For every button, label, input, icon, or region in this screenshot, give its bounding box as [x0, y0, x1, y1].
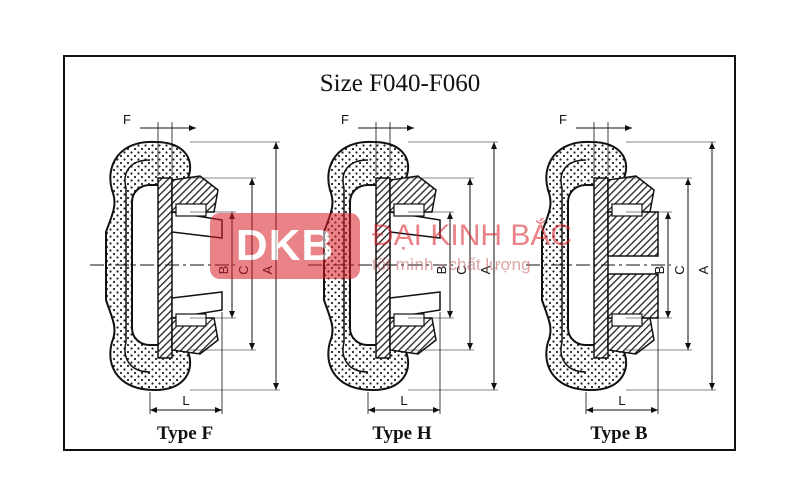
bolt-top	[393, 203, 425, 217]
dim-f-label: F	[123, 112, 131, 127]
dim-f-label: F	[341, 112, 349, 127]
dim-c-label: C	[672, 265, 687, 274]
taper-bush-bottom	[171, 291, 223, 319]
taper-bush-top	[389, 211, 441, 239]
rubber-tyre	[323, 140, 410, 392]
drawing-frame	[63, 55, 736, 451]
dim-a-label: A	[478, 265, 493, 274]
dim-l-label: L	[618, 393, 625, 408]
flange-plate	[157, 177, 173, 359]
bolt-bottom	[393, 313, 425, 327]
caption-type-f: Type F	[156, 423, 214, 444]
clamp-ring-top	[607, 175, 655, 213]
dim-a-label: A	[696, 265, 711, 274]
dim-l-label: L	[400, 393, 407, 408]
bolt-top	[175, 203, 207, 217]
drawing-title: Size F040-F060	[319, 70, 481, 97]
watermark: DKB ĐẠI KINH BẮC tốt mình - chất lượng	[210, 213, 610, 283]
bolt-bottom	[175, 313, 207, 327]
bolt-bottom	[611, 313, 643, 327]
rubber-tyre	[541, 140, 628, 392]
clamp-ring-top	[171, 175, 219, 213]
clamp-ring-top	[389, 175, 437, 213]
solid-hub-bottom	[607, 273, 659, 319]
rubber-tyre	[105, 140, 192, 392]
watermark-logo: DKB	[210, 213, 360, 279]
caption-type-b: Type B	[590, 423, 648, 444]
dim-b-label: B	[652, 266, 667, 275]
caption-type-h: Type H	[372, 423, 432, 444]
dim-f-label: F	[559, 112, 567, 127]
watermark-company-name: ĐẠI KINH BẮC	[372, 219, 573, 252]
dim-l-label: L	[182, 393, 189, 408]
taper-bush-bottom	[389, 291, 441, 319]
watermark-slogan: tốt mình - chất lượng	[372, 255, 531, 274]
bolt-top	[611, 203, 643, 217]
solid-hub-top	[607, 211, 659, 257]
flange-plate	[375, 177, 391, 359]
flange-plate	[593, 177, 609, 359]
dim-b-label: B	[434, 266, 449, 275]
dim-c-label: C	[454, 265, 469, 274]
